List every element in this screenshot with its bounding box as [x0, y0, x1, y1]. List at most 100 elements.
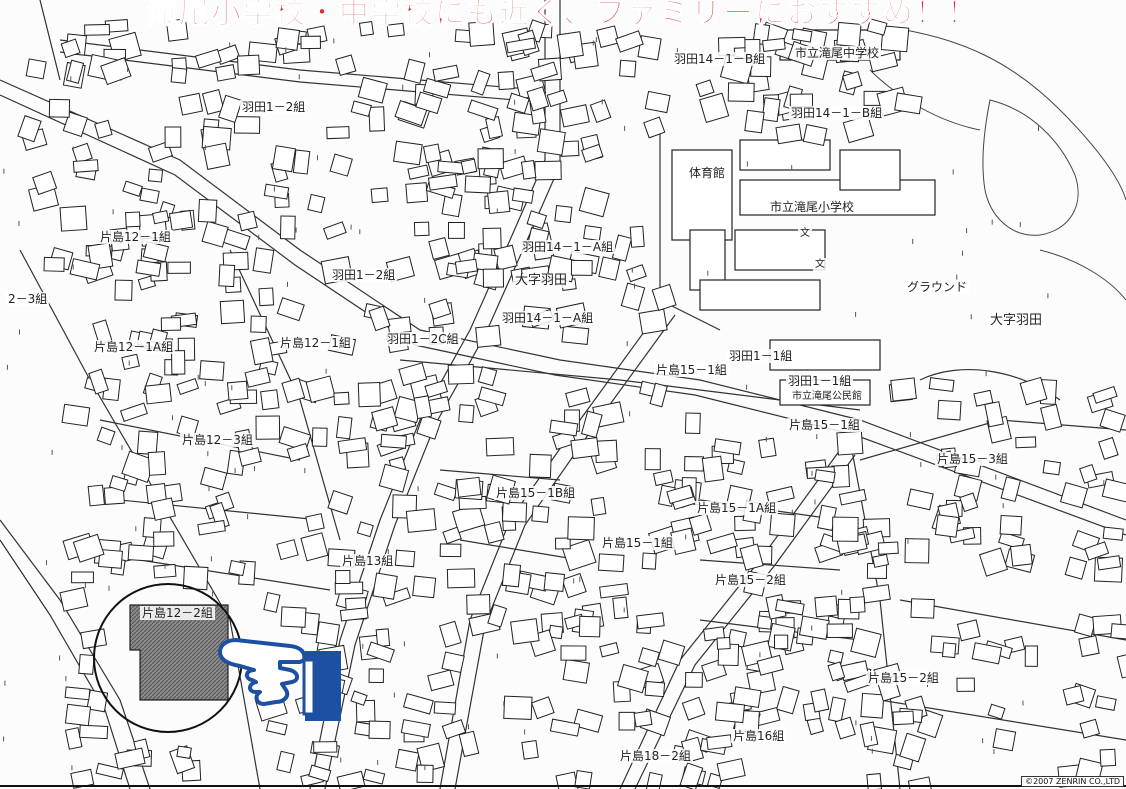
house-block	[456, 476, 482, 498]
house-block	[850, 627, 882, 658]
label-katashima-12-1-b: 片島12－1組	[278, 336, 353, 350]
house-block	[521, 740, 539, 760]
house-block	[549, 419, 579, 437]
house-block	[72, 533, 105, 563]
house-block	[280, 606, 307, 628]
label-katashima-2-3: 2－3組	[6, 292, 50, 306]
house-block	[1024, 645, 1038, 667]
house-block	[526, 86, 550, 112]
house-block	[633, 710, 653, 728]
house-block	[386, 22, 405, 38]
house-block	[651, 283, 677, 311]
house-block	[546, 89, 568, 108]
house-block	[69, 258, 101, 281]
house-block	[276, 750, 295, 774]
house-block	[530, 61, 559, 82]
house-block	[48, 98, 71, 118]
house-block	[470, 69, 491, 96]
house-block	[61, 403, 91, 427]
house-block	[761, 97, 781, 123]
house-block	[200, 466, 228, 491]
house-block	[959, 492, 979, 513]
house-block	[762, 37, 786, 52]
house-block	[263, 591, 281, 613]
house-block	[877, 541, 899, 555]
house-block	[370, 187, 389, 204]
house-block	[1042, 459, 1062, 476]
house-block	[732, 686, 762, 709]
house-block	[165, 18, 189, 42]
house-block	[756, 615, 773, 630]
label-hada-14-1a-b: 羽田14－1－A組	[500, 311, 596, 325]
house-block	[475, 324, 502, 348]
house-block	[1064, 556, 1088, 580]
house-block	[424, 379, 449, 398]
house-block	[25, 58, 47, 80]
house-block	[305, 375, 336, 404]
house-block	[638, 647, 661, 668]
house-block	[998, 531, 1025, 550]
house-block	[413, 221, 430, 237]
house-block	[433, 701, 457, 715]
property-parcel	[129, 604, 229, 701]
house-block	[366, 641, 395, 663]
house-block	[98, 548, 123, 569]
house-block	[415, 91, 443, 115]
house-block	[446, 568, 476, 589]
house-block	[263, 183, 290, 200]
house-block	[992, 728, 1017, 752]
house-block	[64, 686, 91, 701]
house-block	[503, 695, 533, 720]
house-block	[580, 410, 603, 439]
label-katashima-15-3: 片島15－3組	[935, 452, 1010, 466]
house-block	[477, 366, 498, 387]
house-block	[866, 18, 888, 36]
house-block	[300, 532, 329, 562]
house-block	[139, 187, 160, 204]
house-block	[714, 701, 746, 724]
house-block	[238, 447, 262, 467]
house-block	[1079, 718, 1101, 739]
house-block	[597, 553, 625, 573]
house-block	[265, 719, 288, 736]
field-marks	[3, 37, 1105, 771]
house-block	[393, 140, 423, 166]
house-block	[171, 350, 186, 375]
house-block	[258, 287, 275, 307]
house-block	[17, 115, 42, 143]
house-block	[460, 158, 478, 175]
house-block	[152, 210, 170, 225]
house-block	[441, 651, 465, 674]
house-block	[402, 693, 434, 715]
house-block	[276, 297, 305, 322]
house-block	[774, 598, 805, 616]
house-block	[599, 641, 620, 658]
house-block	[644, 680, 666, 698]
house-block	[447, 363, 475, 385]
house-block	[862, 584, 891, 604]
house-block	[791, 28, 813, 43]
house-block	[329, 153, 353, 177]
house-block	[775, 123, 803, 145]
house-block	[599, 583, 629, 599]
house-block	[114, 279, 133, 301]
house-block	[357, 382, 382, 408]
house-block	[356, 521, 374, 538]
house-block	[892, 710, 915, 726]
house-block	[744, 109, 765, 134]
house-block	[144, 382, 172, 405]
house-block	[271, 145, 297, 173]
label-hada-1-2: 羽田1－2組	[240, 100, 308, 114]
label-katashima-15-1-c: 片島15－1組	[600, 536, 675, 550]
house-block	[827, 696, 847, 723]
house-block	[427, 669, 455, 692]
house-block	[652, 469, 674, 487]
house-block	[1099, 748, 1117, 767]
house-block	[43, 256, 65, 272]
house-block	[644, 448, 661, 471]
house-block	[339, 607, 369, 622]
house-block	[447, 221, 465, 239]
house-block	[810, 688, 830, 713]
label-katashima-12-1: 片島12－1組	[98, 230, 173, 244]
house-block	[890, 377, 917, 402]
